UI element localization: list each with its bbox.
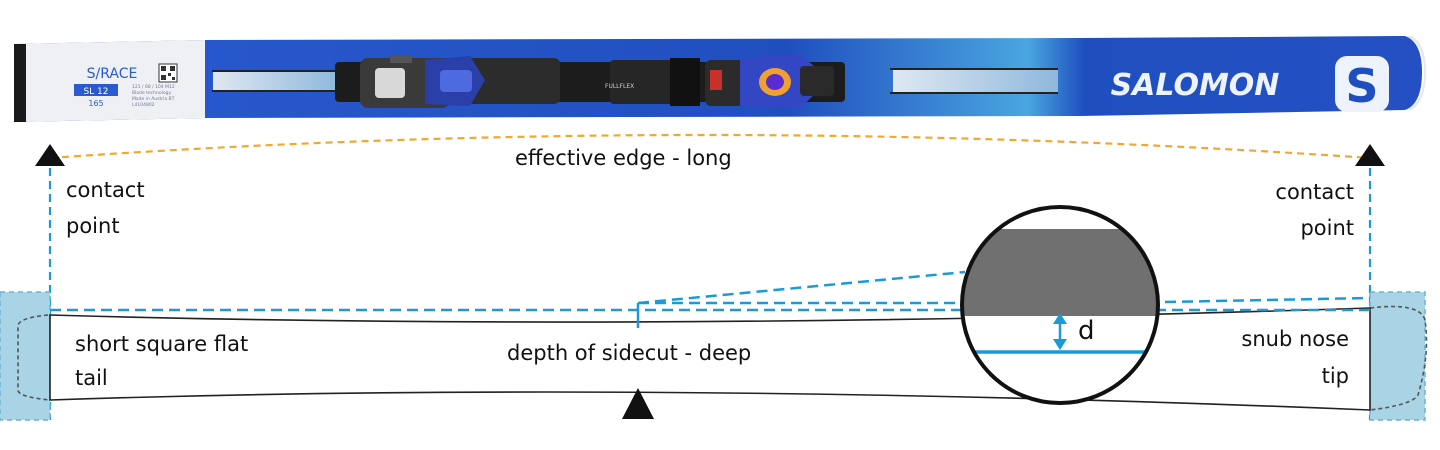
fine-print-line: L4104802 [132,102,155,108]
ski-length: 165 [88,99,103,108]
tail-zone-box [0,291,51,421]
contact-point-right-marker [1355,144,1385,166]
depth-symbol-label: d [1078,316,1095,346]
effective-edge-label: effective edge - long [515,146,732,170]
brand-logo-text: SALOMON [1111,68,1280,103]
sidecut-label: depth of sidecut - deep [507,341,752,365]
front-binding [705,54,834,108]
magnifier [960,205,1160,405]
ski-model-sub-badge [74,84,118,96]
ski-model-sub: SL 12 [83,87,108,97]
ski-strip-left [213,72,338,90]
fine-print-line: Made in Austria BT [132,96,175,102]
brand-mark-icon: S [1335,56,1389,113]
ski-outline-tip-end [1369,305,1428,411]
tip-zone-box [1369,291,1426,421]
effective-edge-arc [49,133,1371,160]
binding-label: FULLFLEX [605,83,634,90]
contact-point-left-label-line2: point [66,214,120,238]
rear-binding [360,55,485,108]
fine-print-line: Blade technology [132,90,171,96]
ski-tail-cap [14,44,26,122]
contact-point-left-marker [35,144,65,166]
contact-point-right-label-line2: point [1300,216,1354,240]
depth-arrow-head-up [1053,313,1067,324]
ski-strip-right [893,70,1058,92]
zoom-leader-line [637,270,966,305]
fine-print-line: 121 / 68 / 104 M12 [132,84,175,90]
ski-tail-graphic [14,40,205,122]
tip-label-line2: tip [1321,364,1349,388]
tail-label-line1: short square flat [75,332,249,356]
magnified-base [962,229,1158,316]
tail-label-line2: tail [75,366,108,390]
waist-marker [622,388,654,419]
svg-text:S: S [1345,59,1378,113]
zoom-leader-right [1164,296,1371,304]
ski-outline-tail-end [17,314,51,401]
ski-fine-print: 121 / 68 / 104 M12 Blade technology Made… [132,84,175,108]
contact-point-right-label-line1: contact [1275,180,1354,204]
ski-top-view: FULLFLEX S/RACE SL 12 165 121 / 68 / 104… [14,36,1426,122]
ski-model: S/RACE [87,66,138,82]
contact-point-left-label-line1: contact [66,178,145,202]
depth-arrow-head-down [1053,339,1067,350]
qr-code-icon [158,63,178,83]
tip-label-line1: snub nose [1241,327,1349,351]
